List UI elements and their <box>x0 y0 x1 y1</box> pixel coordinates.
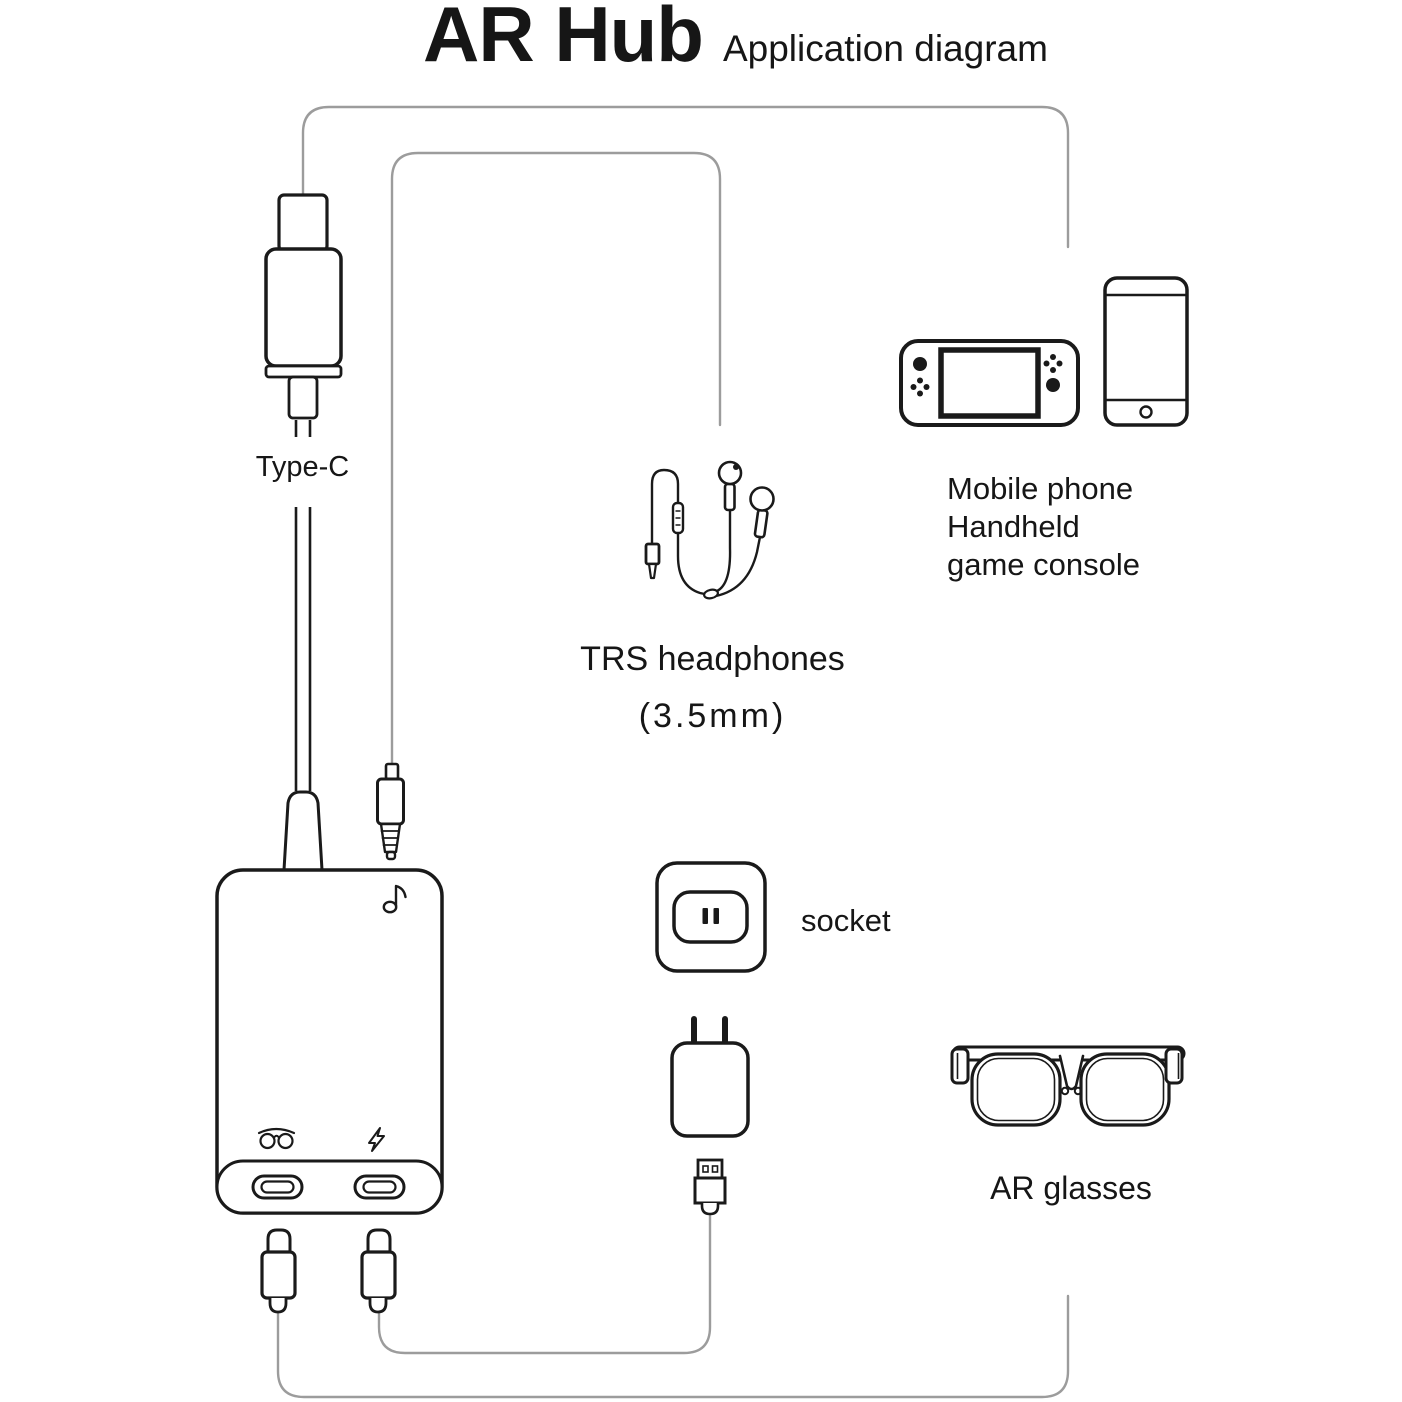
right-lens <box>1079 1052 1171 1127</box>
console-screen <box>938 347 1041 419</box>
left-lens <box>970 1052 1062 1127</box>
home-button <box>1139 405 1153 419</box>
music-note-icon <box>382 884 407 914</box>
cable-aux-jack-to-headphones <box>390 151 722 766</box>
usb-a-plug <box>693 1158 727 1216</box>
trs-headphones <box>644 460 775 600</box>
ar-glasses-label: AR glasses <box>990 1170 1152 1206</box>
cable-glasses-port-to-ar-glasses <box>276 1294 1070 1399</box>
socket-label: socket <box>801 903 891 938</box>
game-console <box>899 339 1080 427</box>
usb-c-glasses-port <box>251 1174 304 1200</box>
usb-c-plug-right <box>360 1228 397 1314</box>
page-title: AR Hub Application diagram <box>423 0 1048 76</box>
wall-charger <box>670 1016 750 1138</box>
ar-hub-device <box>215 868 444 1215</box>
usb-c-plug-left <box>260 1228 297 1314</box>
type-c-connector <box>264 193 343 872</box>
aux-jack-3-5mm <box>376 762 405 861</box>
cable-charge-port-to-usb-a <box>377 1212 712 1355</box>
usb-c-charge-port <box>353 1174 406 1200</box>
ar-glasses <box>950 1045 1186 1127</box>
title-subtitle: Application diagram <box>722 28 1048 69</box>
phone-console-line-1: Mobile phone <box>947 471 1134 506</box>
phone-console-line-3: game console <box>947 547 1141 582</box>
type-c-label: Type-C <box>255 451 350 483</box>
phone-console-line-2: Handheld <box>947 509 1080 544</box>
mobile-phone <box>1103 276 1189 427</box>
trs-size-label: (3.5mm) <box>638 697 787 735</box>
phone-console-label: Mobile phone Handheld game console <box>947 470 1140 584</box>
trs-headphones-label: TRS headphones <box>580 640 845 678</box>
power-socket <box>655 861 767 973</box>
cable-typec-to-phone-console <box>301 105 1070 249</box>
title-main: AR Hub <box>423 0 704 78</box>
hub-port-strip <box>215 1159 444 1215</box>
lightning-icon <box>368 1127 385 1152</box>
ar-glasses-icon <box>257 1127 296 1150</box>
